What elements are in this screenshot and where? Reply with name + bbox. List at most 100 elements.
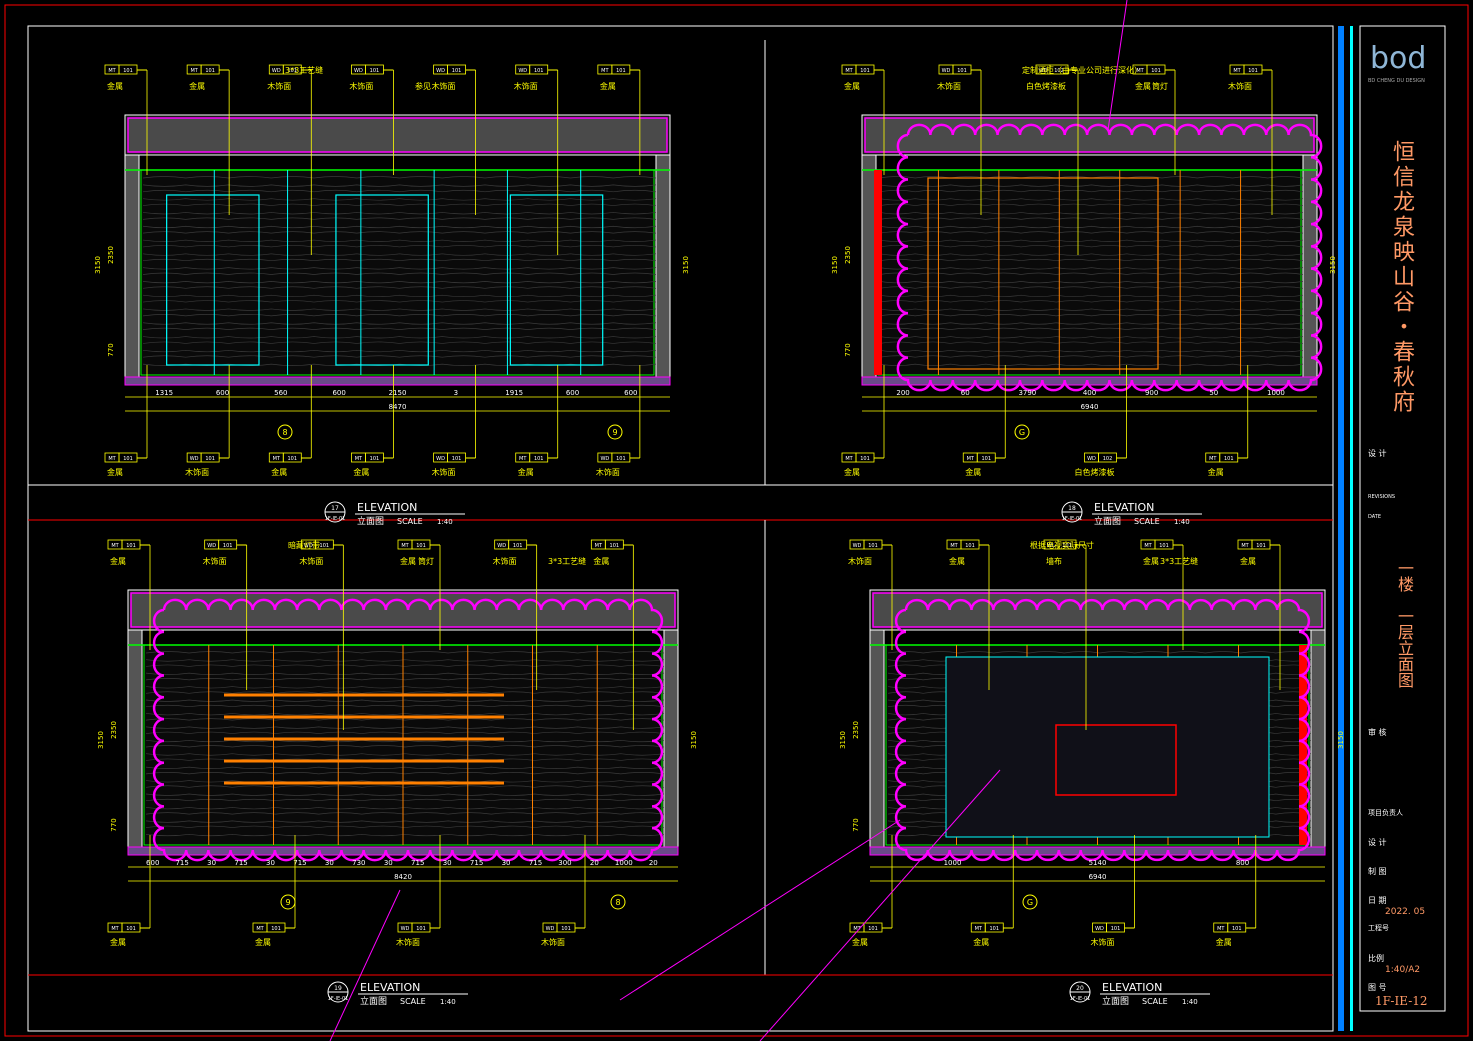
material-name: 木饰面 [432, 467, 456, 477]
wood-grain-hatch [142, 341, 657, 344]
elevation-scale-label: SCALE [400, 997, 426, 1006]
wood-grain-hatch [145, 686, 665, 689]
material-code: MT [967, 456, 975, 462]
elevation-title-cn: 立面图 [1102, 995, 1129, 1007]
wood-grain-hatch [145, 785, 665, 788]
wood-grain-hatch [879, 314, 1304, 317]
dim-vertical: 3150 [1329, 256, 1337, 274]
material-number: 101 [271, 926, 281, 932]
wood-grain-hatch [879, 286, 1304, 289]
wood-grain-hatch [142, 184, 657, 187]
material-number: 101 [416, 926, 426, 932]
wood-grain-hatch [142, 294, 657, 298]
material-number: 101 [370, 456, 380, 462]
dim-vertical: 3150 [839, 731, 847, 749]
material-code: WD [354, 68, 363, 74]
ceiling-hatch [127, 117, 668, 153]
material-name: 金属 [844, 81, 860, 91]
wood-grain-hatch [145, 731, 665, 734]
material-code: MT [190, 68, 198, 74]
material-code: MT [355, 456, 363, 462]
dim-value: 20 [590, 859, 599, 867]
material-name: 金属 [973, 937, 989, 947]
material-number: 101 [1256, 543, 1266, 549]
material-code: MT [256, 926, 264, 932]
grid-marker-label: 9 [612, 428, 617, 437]
dim-value: 400 [1083, 389, 1096, 397]
material-name: 金属 [400, 556, 416, 566]
grid-marker-label: 9 [285, 898, 290, 907]
material-code: MT [111, 926, 119, 932]
dim-value: 715 [411, 859, 424, 867]
material-number: 101 [981, 456, 991, 462]
elevation-title-en: ELEVATION [1102, 981, 1162, 994]
revision-cloud [896, 123, 1323, 392]
project-no-label: 工程号 [1368, 924, 1389, 932]
revisions-label: REVISIONS [1368, 494, 1396, 500]
wood-grain-hatch [879, 189, 1304, 193]
grid-marker-label: G [1027, 898, 1033, 907]
scale-value: 1:40/A2 [1385, 965, 1421, 975]
dim-value: 600 [566, 389, 579, 397]
material-name: 金属 [518, 467, 534, 477]
elevation-title-en: ELEVATION [360, 981, 420, 994]
elevation-number: 19 [334, 985, 342, 992]
dim-value: 30 [502, 859, 511, 867]
material-number: 101 [1062, 543, 1072, 549]
wood-grain-hatch [145, 664, 665, 667]
material-number: 101 [320, 543, 330, 549]
material-number: 102 [1103, 456, 1113, 462]
material-name: 金属 [255, 937, 271, 947]
material-number: 101 [989, 926, 999, 932]
wood-grain-hatch [879, 341, 1304, 344]
dim-vertical: 770 [110, 818, 118, 831]
left-wall-section [861, 154, 877, 386]
wood-grain-hatch [145, 825, 665, 828]
wood-grain-hatch [142, 286, 657, 289]
material-code: MT [950, 543, 958, 549]
ceiling-hatch [872, 592, 1323, 628]
material-number: 101 [534, 456, 544, 462]
elevation-scale-label: SCALE [397, 517, 423, 526]
wood-grain-hatch [142, 176, 657, 179]
material-name: 墙布 [1046, 556, 1062, 566]
grid-marker-circle [277, 424, 293, 440]
material-code: MT [853, 926, 861, 932]
wood-grain-hatch [142, 267, 657, 270]
wood-grain-hatch [145, 798, 665, 802]
wood-grain-hatch [145, 766, 665, 769]
wood-grain-hatch [879, 327, 1304, 330]
elevation-number: 18 [1068, 505, 1076, 512]
material-name: 金属 [189, 81, 205, 91]
door-frame [166, 194, 260, 366]
wood-grain-hatch [142, 225, 657, 229]
dim-value: 1915 [505, 389, 523, 397]
wood-grain-hatch [142, 189, 657, 193]
grid-marker-circle [1022, 894, 1038, 910]
floor-slab [127, 846, 679, 856]
material-number: 101 [534, 68, 544, 74]
material-code: WD [436, 68, 445, 74]
material-number: 101 [123, 456, 133, 462]
wood-grain-hatch [142, 308, 657, 311]
dim-vertical: 3150 [94, 256, 102, 274]
dim-value: 60 [961, 389, 970, 397]
wine-cabinet [927, 177, 1159, 370]
company-logo: bod [1368, 40, 1438, 80]
elevation-title-en: ELEVATION [357, 501, 417, 514]
wood-grain-hatch [145, 772, 665, 775]
material-number: 101 [868, 543, 878, 549]
material-number: 101 [126, 543, 136, 549]
dim-value: 600 [624, 389, 637, 397]
dim-vertical: 3150 [831, 256, 839, 274]
ceiling-hatch [130, 592, 676, 628]
grid-marker-circle [607, 424, 623, 440]
elevation-scale-value: 1:40 [440, 998, 456, 1006]
dim-vertical: 3150 [1337, 731, 1345, 749]
dim-value: 600 [146, 859, 159, 867]
wood-grain-hatch [145, 699, 665, 702]
material-code: MT [1209, 456, 1217, 462]
dim-vertical: 2350 [844, 246, 852, 264]
wood-grain-hatch [145, 651, 665, 654]
